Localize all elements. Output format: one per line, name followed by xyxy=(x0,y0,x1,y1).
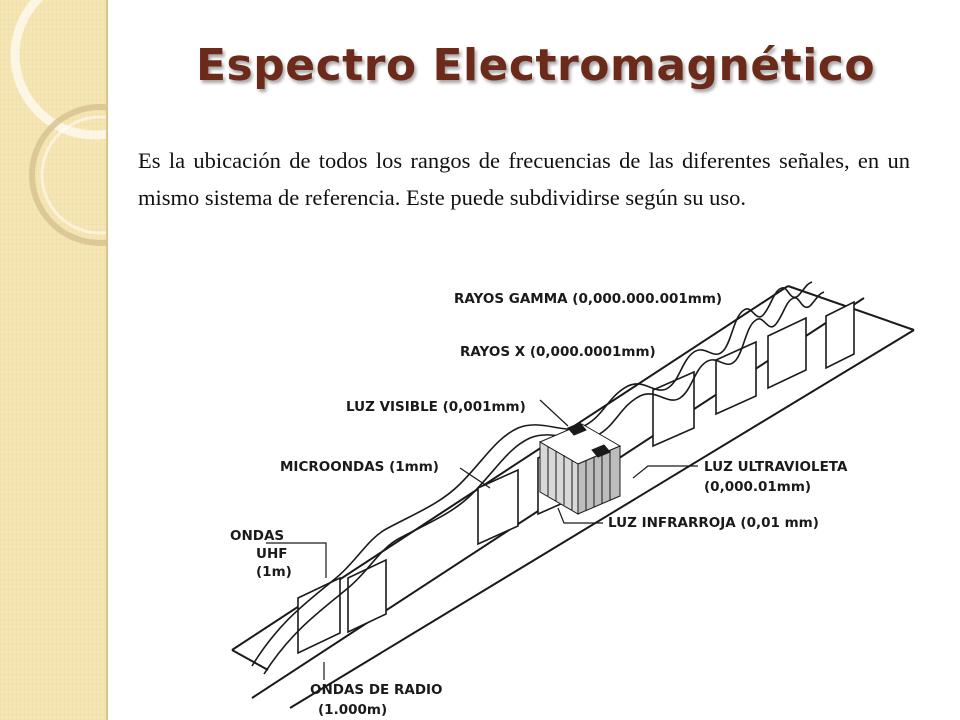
spectrum-diagram: RAYOS GAMMA (0,000.000.001mm) RAYOS X (0… xyxy=(230,281,915,718)
label-ultraviolet: LUZ ULTRAVIOLETA xyxy=(704,459,848,475)
label-visible-light: LUZ VISIBLE (0,001mm) xyxy=(346,399,526,415)
wave-ribbon xyxy=(251,281,825,675)
label-uhf-waves: ONDAS xyxy=(230,528,284,544)
label-gamma-rays: RAYOS GAMMA (0,000.000.001mm) xyxy=(454,291,722,307)
label-microwaves: MICROONDAS (1mm) xyxy=(280,459,439,475)
decorative-rings xyxy=(10,0,106,246)
sidebar-decoration xyxy=(0,0,106,720)
label-uhf: UHF xyxy=(256,546,287,562)
label-ultraviolet-size: (0,000.01mm) xyxy=(704,479,811,495)
visible-light-block xyxy=(538,422,622,515)
label-uhf-size: (1m) xyxy=(256,564,292,580)
slide-title: Espectro Electromagnético xyxy=(196,40,876,91)
sidebar-divider xyxy=(106,0,108,720)
label-infrared: LUZ INFRARROJA (0,01 mm) xyxy=(608,515,819,531)
label-radio-size: (1.000m) xyxy=(318,702,387,718)
label-radio-waves: ONDAS DE RADIO xyxy=(310,682,443,698)
label-leaders xyxy=(266,399,698,680)
label-x-rays: RAYOS X (0,000.0001mm) xyxy=(460,344,656,360)
slide-body-text: Es la ubicación de todos los rangos de f… xyxy=(138,148,910,210)
